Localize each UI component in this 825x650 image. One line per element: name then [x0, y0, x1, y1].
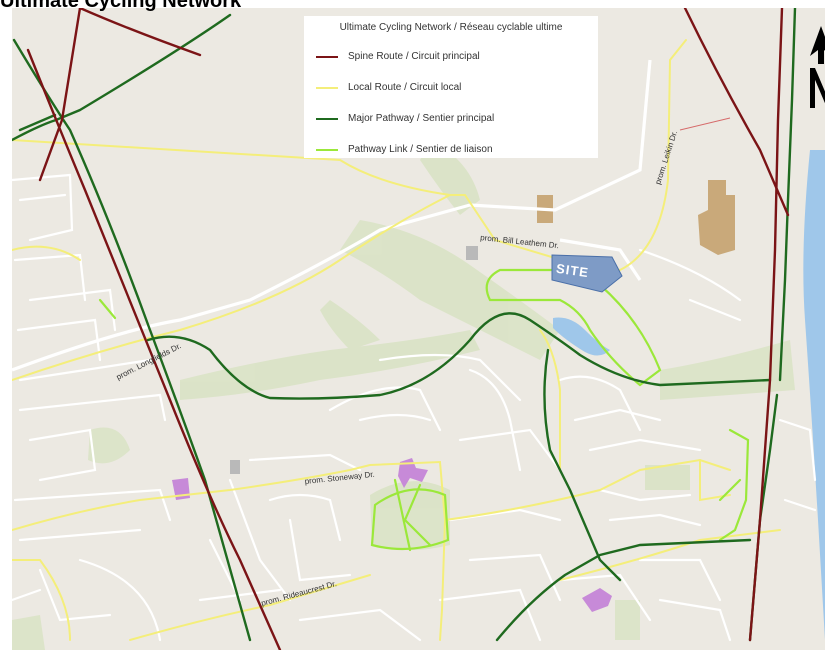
main-roads: [12, 59, 652, 372]
legend-item-local-route: Local Route / Circuit local: [312, 72, 590, 103]
legend-label: Pathway Link / Sentier de liaison: [348, 144, 493, 155]
site-label: SITE: [555, 261, 590, 280]
park-areas: [12, 140, 795, 650]
legend-swatch-local-route: [316, 86, 338, 89]
north-arrow-icon: [808, 24, 825, 115]
local-routes: [12, 39, 781, 641]
buildings: [172, 180, 735, 612]
pathway-links: [98, 268, 750, 552]
site-marker[interactable]: SITE: [551, 254, 623, 293]
legend-title: Ultimate Cycling Network / Réseau cyclab…: [339, 22, 563, 33]
legend-item-spine-route: Spine Route / Circuit principal: [312, 41, 590, 72]
major-pathways: [12, 8, 797, 642]
legend-item-pathway-link: Pathway Link / Sentier de liaison: [312, 134, 590, 165]
map-legend: Ultimate Cycling Network / Réseau cyclab…: [304, 16, 598, 158]
legend-label: Local Route / Circuit local: [348, 82, 462, 93]
legend-label: Major Pathway / Sentier principal: [348, 113, 495, 124]
legend-swatch-spine-route: [316, 55, 338, 58]
legend-item-major-pathway: Major Pathway / Sentier principal: [312, 103, 590, 134]
water-bodies: [553, 150, 825, 640]
map-view[interactable]: SITE prom. Bill Leathem Dr. prom. Leikin…: [12, 8, 825, 650]
legend-swatch-pathway-link: [316, 148, 338, 151]
page-title: Ultimate Cycling Network: [0, 0, 242, 12]
spine-routes: [26, 8, 790, 650]
minor-feature-line: [679, 117, 731, 131]
legend-swatch-major-pathway: [316, 117, 338, 120]
legend-label: Spine Route / Circuit principal: [348, 51, 480, 62]
